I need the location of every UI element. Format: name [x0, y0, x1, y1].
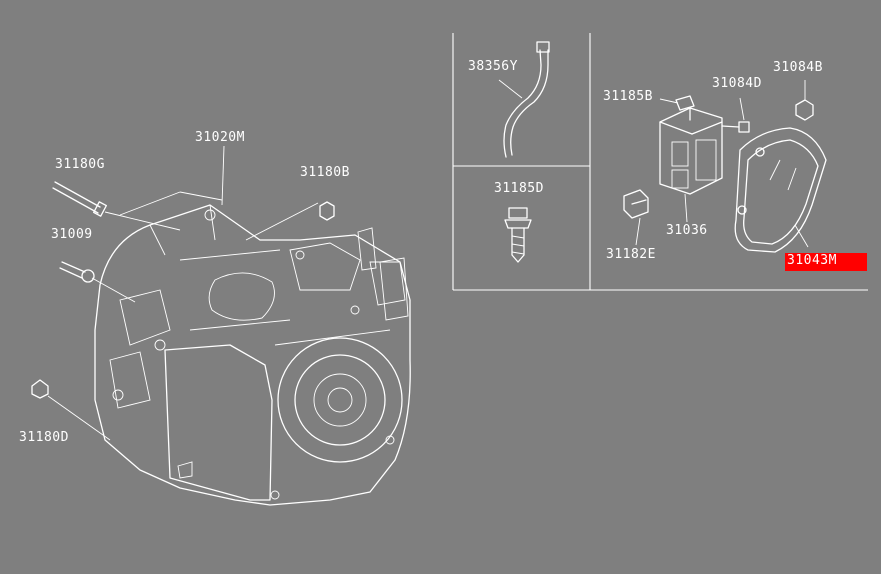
- tcm-nut-part: [795, 80, 814, 121]
- bolt-31009: [59, 261, 136, 303]
- bolt-31180g: [52, 181, 181, 231]
- leader-lines: [119, 145, 225, 216]
- cover-part: [734, 127, 827, 253]
- tcm-bolt-part: [721, 97, 750, 133]
- transaxle-assembly: [94, 204, 411, 506]
- label-tcm[interactable]: 31036: [666, 223, 708, 238]
- label-clip[interactable]: 31185D: [494, 181, 544, 196]
- nut-31180b: [245, 201, 335, 241]
- label-tcm-bolt[interactable]: 31084D: [712, 76, 762, 91]
- label-harness[interactable]: 38356Y: [468, 59, 518, 74]
- label-nut-top[interactable]: 31180B: [300, 165, 350, 180]
- connector-part: [623, 189, 649, 246]
- label-connector[interactable]: 31182E: [606, 247, 656, 262]
- label-bracket[interactable]: 31185B: [603, 89, 653, 104]
- label-tcm-nut[interactable]: 31084B: [773, 60, 823, 75]
- tcm-part: [659, 95, 723, 223]
- inset-frames: [452, 33, 868, 291]
- bolt-31180d: [31, 379, 111, 441]
- label-transaxle[interactable]: 31020M: [195, 130, 245, 145]
- label-bolt-short[interactable]: 31009: [51, 227, 93, 242]
- harness-part: [498, 41, 550, 158]
- label-cover-highlighted[interactable]: 31043M: [785, 253, 867, 271]
- label-bolt-bottom[interactable]: 31180D: [19, 430, 69, 445]
- clip-part: [504, 207, 532, 263]
- label-bolt-long[interactable]: 31180G: [55, 157, 105, 172]
